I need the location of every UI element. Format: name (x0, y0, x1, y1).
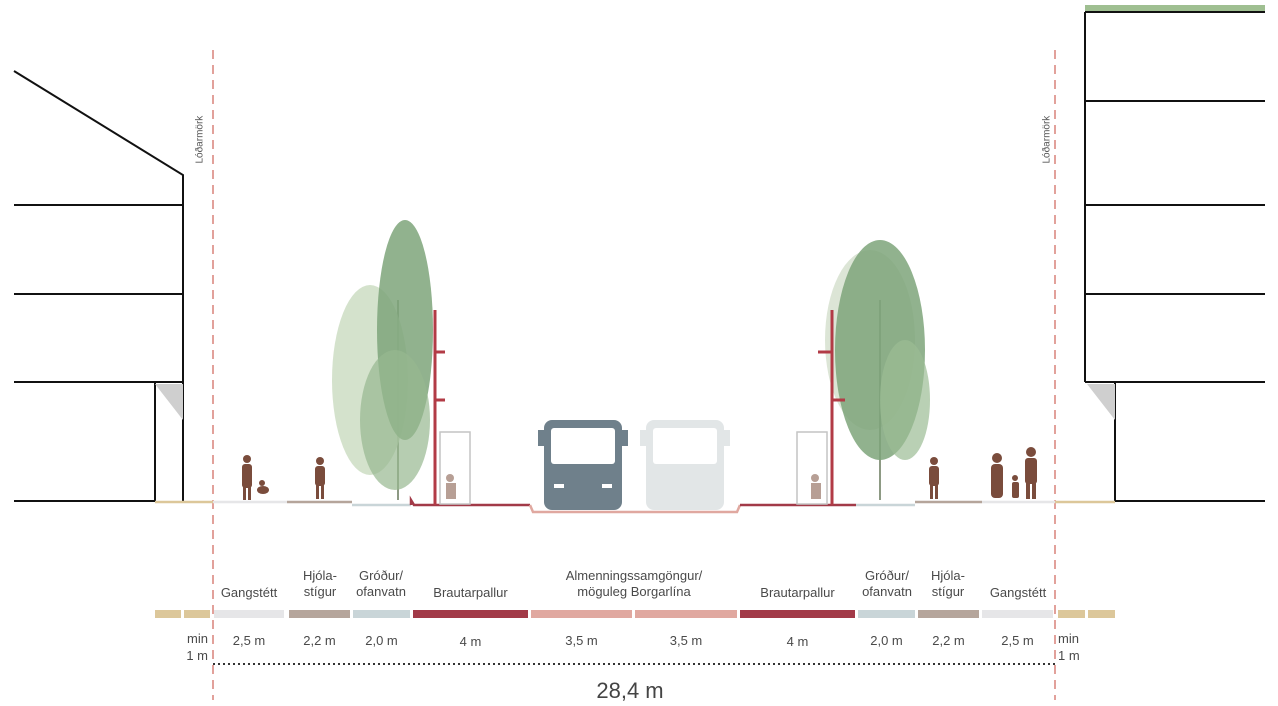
margin-bar-left-b (184, 610, 210, 618)
seated-person-left (446, 474, 454, 482)
zone-bar-grodur-left (353, 610, 410, 618)
person-right-walking (929, 457, 939, 499)
zone-bar-gangstett-left (214, 610, 284, 618)
zone-label-brautarpallur-left: Brautarpallur (433, 585, 508, 600)
zone-label-almenningssamgongur: Almenningssamgöngur/ möguleg Borgarlína (565, 568, 703, 599)
zone-bar-hjolastigur-left (289, 610, 350, 618)
zone-bar-hjolastigur-right (918, 610, 979, 618)
zone-label-gangstett-right: Gangstétt (989, 585, 1047, 600)
zone-label-gangstett-left: Gangstétt (220, 585, 278, 600)
zone-bar-gangstett-right (982, 610, 1053, 618)
seated-person-right (811, 474, 819, 482)
bus-left (538, 420, 628, 510)
zone-bar-brautarpallur-right (740, 610, 855, 618)
zone-bar-grodur-right (858, 610, 915, 618)
family-group (991, 447, 1037, 499)
dim-almenning-right: 3,5 m (669, 633, 703, 648)
right-tree (825, 240, 930, 500)
person-with-dog (242, 455, 269, 500)
right-platform-pole (818, 310, 845, 505)
zone-bar-brautarpallur-left (413, 610, 528, 618)
ground-profile (155, 495, 1115, 514)
dim-grodur-right: 2,0 m (870, 633, 903, 648)
left-tree (332, 220, 433, 500)
margin-dim-left: min 1 m (186, 631, 208, 663)
left-platform-pole (433, 310, 445, 505)
zone-label-grodur-right: Gróður/ ofanvatn (862, 568, 912, 599)
zone-label-grodur-left: Gróður/ ofanvatn (356, 568, 406, 599)
zone-label-brautarpallur-right: Brautarpallur (760, 585, 835, 600)
margin-bar-right-b (1088, 610, 1115, 618)
zone-bar-almenning-right (635, 610, 737, 618)
margin-dim-right: min 1 m (1058, 631, 1080, 663)
total-width-label: 28,4 m (596, 678, 664, 703)
dim-gangstett-right: 2,5 m (1001, 633, 1034, 648)
right-shelter (796, 431, 828, 505)
left-boundary-label: Lóðarmörk (194, 115, 206, 164)
margin-bar-left-a (155, 610, 181, 618)
right-canopy-shadow (1087, 384, 1115, 420)
zone-bar-almenning-left (531, 610, 632, 618)
zone-label-hjolastigur-left: Hjóla- stígur (303, 568, 337, 599)
dim-grodur-left: 2,0 m (365, 633, 398, 648)
left-shelter (439, 431, 471, 505)
right-boundary-label: Lóðarmörk (1041, 115, 1053, 164)
bus-right (640, 420, 730, 510)
right-building (1084, 11, 1265, 502)
dim-gangstett-left: 2,5 m (232, 633, 266, 648)
dim-brautarpallur-left: 4 m (459, 634, 482, 649)
left-building (13, 70, 184, 502)
cyclist-walker (315, 457, 325, 499)
dim-hjolastigur-left: 2,2 m (303, 633, 336, 648)
dim-almenning-left: 3,5 m (565, 633, 598, 648)
green-roof (1085, 5, 1265, 11)
zone-label-hjolastigur-right: Hjóla- stígur (931, 568, 965, 599)
margin-bar-right-a (1058, 610, 1085, 618)
left-canopy-shadow (155, 384, 183, 420)
dim-hjolastigur-right: 2,2 m (932, 633, 965, 648)
dim-brautarpallur-right: 4 m (786, 634, 809, 649)
